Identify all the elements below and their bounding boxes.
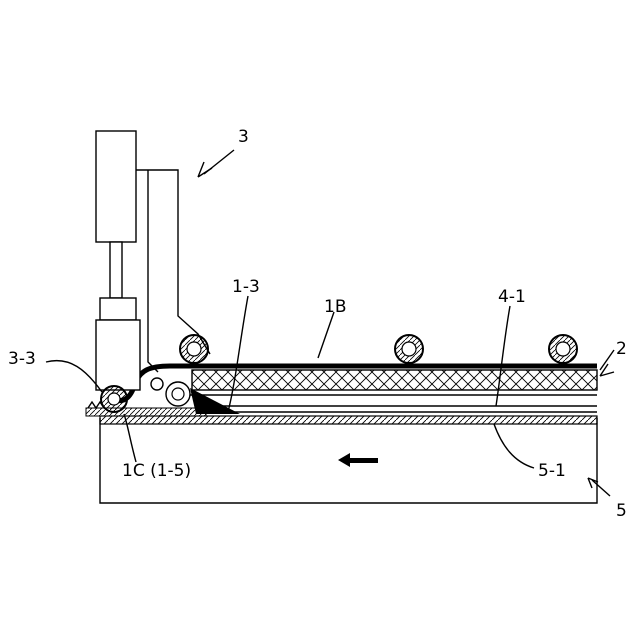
label-2: 2 bbox=[616, 339, 627, 359]
roller-3 bbox=[549, 335, 577, 363]
belt-crosshatch bbox=[192, 370, 597, 390]
frame-inner bbox=[148, 170, 158, 372]
roller-3-3 bbox=[101, 386, 127, 412]
label-1C: 1C (1-5) bbox=[122, 461, 191, 481]
label-4-1: 4-1 bbox=[498, 287, 526, 307]
label-1-3: 1-3 bbox=[232, 277, 260, 297]
roller-2 bbox=[395, 335, 423, 363]
label-5: 5 bbox=[616, 501, 627, 521]
base-plate bbox=[100, 416, 597, 424]
label-5-1: 5-1 bbox=[538, 461, 566, 481]
label-3: 3 bbox=[238, 127, 249, 147]
pulley bbox=[166, 382, 190, 406]
label-3-3: 3-3 bbox=[8, 349, 36, 369]
sheet-layers bbox=[180, 395, 597, 412]
actuator-3 bbox=[96, 131, 140, 390]
label-1B: 1B bbox=[324, 297, 346, 317]
roller-1 bbox=[180, 335, 208, 363]
frame-bracket bbox=[136, 170, 210, 354]
left-arrow-icon bbox=[338, 453, 378, 467]
guide-roller-small bbox=[151, 378, 163, 390]
